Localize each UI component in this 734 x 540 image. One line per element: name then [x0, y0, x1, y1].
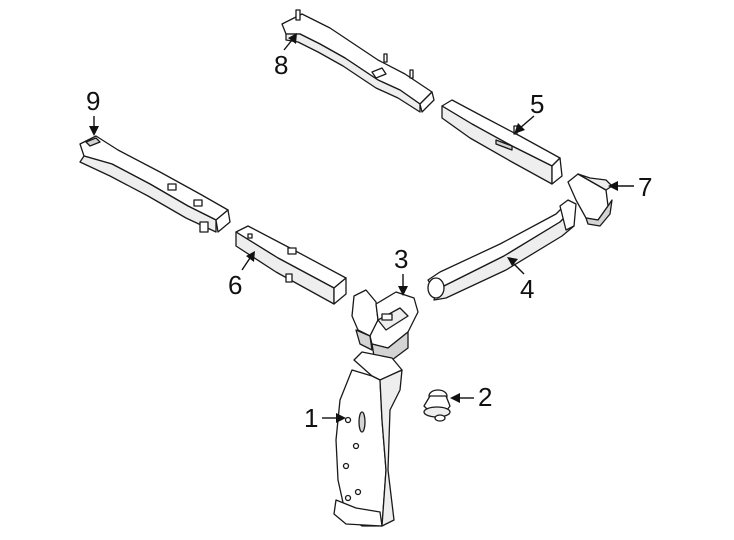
leader-2: [450, 393, 474, 403]
callout-4: 4: [520, 274, 534, 304]
callout-6: 6: [228, 270, 242, 300]
leader-8: [283, 33, 297, 51]
callout-2: 2: [478, 382, 492, 412]
part-8-rail: [281, 9, 435, 113]
leader-4: [507, 257, 525, 275]
part-3-bracket: [351, 289, 419, 361]
callout-9: 9: [86, 86, 100, 116]
part-1-pillar: [333, 351, 403, 527]
part-7-end-cap: [567, 173, 613, 227]
leader-1: [322, 413, 346, 423]
leader-9: [89, 116, 99, 136]
callout-1: 1: [304, 403, 318, 433]
callout-7: 7: [638, 172, 652, 202]
leader-5: [514, 115, 535, 134]
leader-7: [608, 181, 634, 191]
callout-3: 3: [394, 244, 408, 274]
leader-3: [398, 274, 408, 296]
part-6-channel: [235, 225, 347, 305]
part-4-rail: [427, 199, 577, 301]
part-2-clip: [423, 389, 451, 422]
part-5-channel: [441, 99, 563, 185]
callout-8: 8: [274, 50, 288, 80]
part-9-rail: [79, 135, 231, 233]
leader-6: [241, 251, 255, 271]
callout-5: 5: [530, 89, 544, 119]
